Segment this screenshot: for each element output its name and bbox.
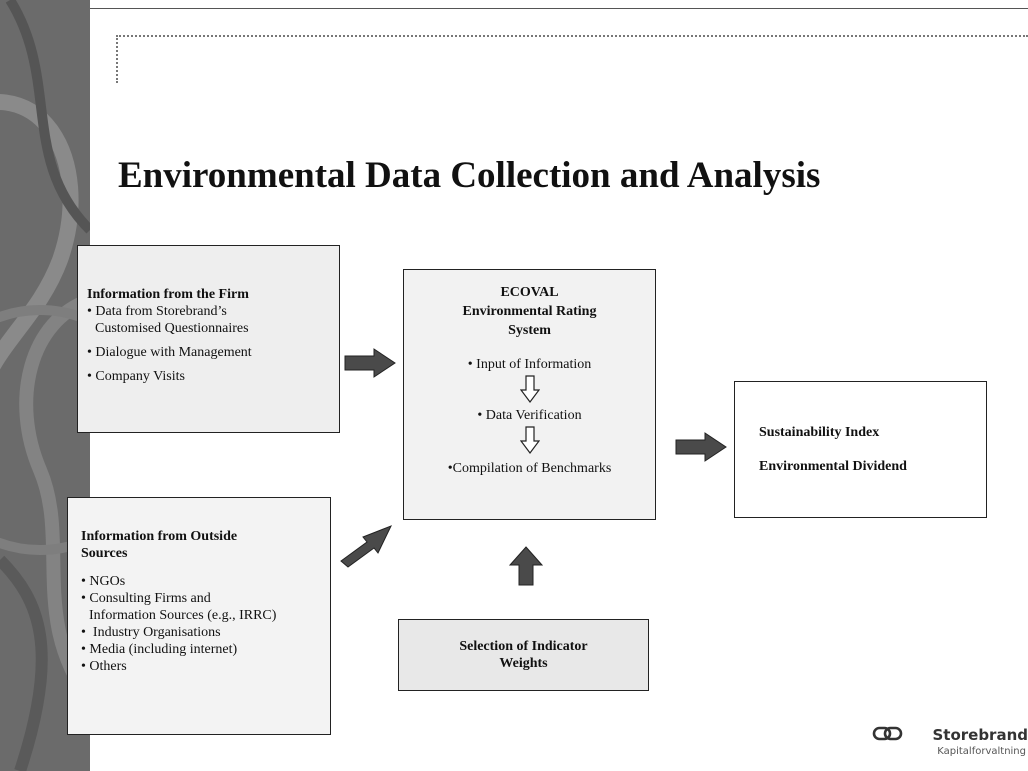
logo-subtitle: Kapitalforvaltning: [937, 746, 1026, 757]
outside-item: NGOs: [81, 573, 322, 590]
ecoval-step-benchmarks: •Compilation of Benchmarks: [447, 461, 612, 476]
indicator-weights-box: Selection of Indicator Weights: [398, 619, 649, 691]
down-arrow-icon: [519, 426, 540, 454]
ecoval-heading: ECOVAL Environmental Rating System: [404, 283, 655, 340]
environmental-dividend-label: Environmental Dividend: [759, 459, 907, 474]
slide-title: Environmental Data Collection and Analys…: [118, 155, 821, 196]
ecoval-step-input: • Input of Information: [467, 357, 592, 372]
right-arrow-icon: [675, 432, 727, 462]
decorative-sidebar: [0, 0, 90, 771]
ecoval-heading-line2: Environmental Rating: [462, 304, 597, 319]
right-arrow-icon: [344, 348, 396, 378]
indicator-weights-line2: Weights: [499, 656, 548, 671]
top-border-line: [90, 8, 1028, 9]
outside-item-continued: Information Sources (e.g., IRRC): [89, 608, 277, 623]
up-arrow-icon: [509, 546, 543, 586]
down-arrow-icon: [519, 375, 540, 403]
firm-item-continued: Customised Questionnaires: [95, 321, 249, 336]
outside-item: Others: [81, 658, 322, 675]
firm-box-heading: Information from the Firm: [87, 287, 249, 302]
sustainability-index-label: Sustainability Index: [759, 425, 880, 440]
outside-box-list: NGOs Consulting Firms and Information So…: [81, 573, 322, 675]
indicator-weights-label: Selection of Indicator Weights: [459, 638, 587, 672]
outside-item: Industry Organisations: [81, 624, 322, 641]
outside-heading-line1: Information from Outside: [81, 529, 238, 544]
firm-item: Company Visits: [87, 368, 331, 385]
ecoval-system-box: ECOVAL Environmental Rating System • Inp…: [403, 269, 656, 520]
logo-name: Storebrand: [932, 726, 1028, 744]
ecoval-step-verification: • Data Verification: [477, 408, 582, 423]
outside-box-heading: Information from Outside Sources: [81, 528, 322, 562]
dotted-vertical-rule: [116, 35, 118, 83]
outside-sources-box: Information from Outside Sources NGOs Co…: [67, 497, 331, 735]
outside-heading-line2: Sources: [81, 546, 128, 561]
storebrand-logo-icon: [872, 726, 903, 741]
diagonal-up-right-arrow-icon: [340, 525, 393, 568]
dotted-horizontal-rule: [116, 35, 1028, 37]
outside-item: Media (including internet): [81, 641, 322, 658]
firm-box-list: Data from Storebrand’s Customised Questi…: [87, 303, 331, 385]
output-box: Sustainability Index Environmental Divid…: [734, 381, 987, 518]
outside-item: Consulting Firms and: [81, 590, 322, 607]
firm-information-box: Information from the Firm Data from Stor…: [77, 245, 340, 433]
firm-item: Data from Storebrand’s: [87, 303, 331, 320]
ecoval-heading-line1: ECOVAL: [500, 285, 559, 300]
firm-item: Dialogue with Management: [87, 344, 331, 361]
ecoval-heading-line3: System: [508, 323, 551, 338]
outside-item-text: Industry Organisations: [92, 625, 221, 640]
indicator-weights-line1: Selection of Indicator: [459, 639, 588, 654]
